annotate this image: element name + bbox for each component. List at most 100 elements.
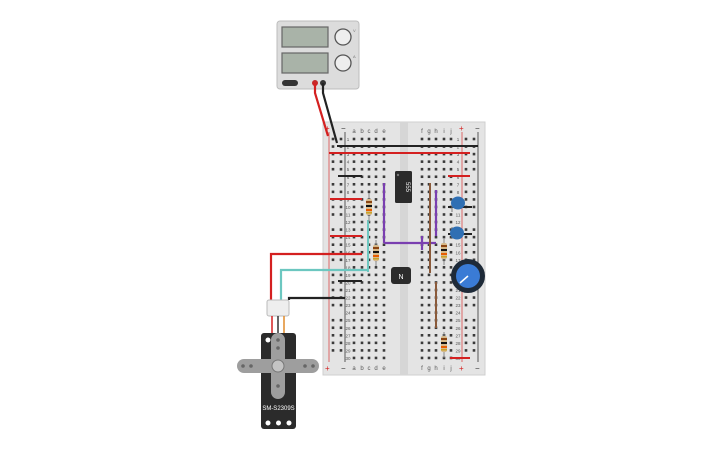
breadboard-hole[interactable]	[427, 152, 431, 156]
breadboard-hole[interactable]	[434, 341, 438, 345]
breadboard-hole[interactable]	[442, 296, 446, 299]
breadboard-hole[interactable]	[339, 228, 343, 231]
breadboard-hole[interactable]	[427, 273, 431, 277]
breadboard-hole[interactable]	[427, 288, 431, 292]
breadboard-hole[interactable]	[434, 183, 438, 186]
breadboard-hole[interactable]	[464, 296, 468, 299]
breadboard-hole[interactable]	[449, 190, 453, 194]
breadboard-hole[interactable]	[331, 213, 335, 216]
breadboard-hole[interactable]	[331, 303, 335, 307]
breadboard-hole[interactable]	[449, 273, 453, 277]
breadboard-hole[interactable]	[360, 356, 364, 360]
breadboard-hole[interactable]	[352, 356, 356, 360]
breadboard-hole[interactable]	[442, 288, 446, 292]
breadboard-hole[interactable]	[367, 334, 371, 337]
breadboard-hole[interactable]	[367, 281, 371, 284]
breadboard-hole[interactable]	[374, 213, 378, 216]
breadboard-hole[interactable]	[472, 326, 476, 330]
current-knob[interactable]	[334, 54, 352, 72]
breadboard-hole[interactable]	[420, 334, 424, 337]
breadboard-hole[interactable]	[352, 303, 356, 307]
breadboard-hole[interactable]	[360, 220, 364, 224]
breadboard-hole[interactable]	[442, 220, 446, 224]
breadboard-hole[interactable]	[360, 137, 364, 141]
breadboard-hole[interactable]	[472, 296, 476, 299]
breadboard-hole[interactable]	[472, 190, 476, 194]
breadboard-hole[interactable]	[360, 228, 364, 231]
breadboard-hole[interactable]	[331, 228, 335, 231]
breadboard-hole[interactable]	[420, 175, 424, 179]
breadboard-hole[interactable]	[420, 220, 424, 224]
breadboard-hole[interactable]	[382, 160, 386, 163]
breadboard-hole[interactable]	[427, 349, 431, 352]
breadboard-hole[interactable]	[472, 341, 476, 345]
breadboard-hole[interactable]	[352, 213, 356, 216]
breadboard-hole[interactable]	[367, 356, 371, 360]
breadboard-hole[interactable]	[420, 356, 424, 360]
breadboard-hole[interactable]	[464, 235, 468, 239]
breadboard-hole[interactable]	[360, 243, 364, 246]
breadboard-hole[interactable]	[449, 137, 453, 141]
breadboard-hole[interactable]	[339, 258, 343, 262]
breadboard-hole[interactable]	[420, 326, 424, 330]
breadboard-hole[interactable]	[331, 137, 335, 141]
breadboard-hole[interactable]	[449, 250, 453, 254]
breadboard-hole[interactable]	[360, 235, 364, 239]
breadboard-hole[interactable]	[472, 334, 476, 337]
breadboard-hole[interactable]	[442, 326, 446, 330]
breadboard-hole[interactable]	[449, 303, 453, 307]
breadboard-hole[interactable]	[449, 266, 453, 269]
breadboard-hole[interactable]	[464, 228, 468, 231]
breadboard-hole[interactable]	[374, 318, 378, 322]
breadboard-hole[interactable]	[331, 341, 335, 345]
breadboard-hole[interactable]	[382, 250, 386, 254]
breadboard-hole[interactable]	[442, 190, 446, 194]
breadboard-hole[interactable]	[449, 228, 453, 231]
breadboard-hole[interactable]	[464, 160, 468, 163]
breadboard-hole[interactable]	[434, 334, 438, 337]
breadboard-hole[interactable]	[352, 311, 356, 314]
breadboard-hole[interactable]	[360, 250, 364, 254]
breadboard-hole[interactable]	[352, 341, 356, 345]
breadboard-hole[interactable]	[374, 198, 378, 201]
breadboard-hole[interactable]	[427, 296, 431, 299]
breadboard-hole[interactable]	[449, 220, 453, 224]
breadboard-hole[interactable]	[472, 303, 476, 307]
breadboard-hole[interactable]	[472, 160, 476, 163]
breadboard-hole[interactable]	[367, 318, 371, 322]
breadboard-hole[interactable]	[331, 250, 335, 254]
breadboard-hole[interactable]	[331, 281, 335, 284]
breadboard-hole[interactable]	[360, 167, 364, 171]
breadboard-hole[interactable]	[374, 167, 378, 171]
breadboard-hole[interactable]	[352, 152, 356, 156]
breadboard-hole[interactable]	[339, 250, 343, 254]
breadboard-hole[interactable]	[449, 198, 453, 201]
wires[interactable]	[269, 83, 478, 359]
breadboard-hole[interactable]	[442, 213, 446, 216]
breadboard-hole[interactable]	[367, 296, 371, 299]
breadboard-hole[interactable]	[420, 349, 424, 352]
breadboard-hole[interactable]	[360, 326, 364, 330]
breadboard-hole[interactable]	[420, 303, 424, 307]
breadboard-hole[interactable]	[339, 137, 343, 141]
breadboard-hole[interactable]	[382, 356, 386, 360]
breadboard-hole[interactable]	[382, 258, 386, 262]
breadboard-hole[interactable]	[339, 235, 343, 239]
breadboard-hole[interactable]	[331, 167, 335, 171]
breadboard-hole[interactable]	[382, 243, 386, 246]
breadboard-hole[interactable]	[464, 167, 468, 171]
breadboard-hole[interactable]	[449, 311, 453, 314]
breadboard-hole[interactable]	[374, 334, 378, 337]
capacitor-c1[interactable]	[451, 196, 465, 213]
breadboard-hole[interactable]	[367, 341, 371, 345]
breadboard-hole[interactable]	[434, 258, 438, 262]
breadboard-hole[interactable]	[420, 318, 424, 322]
breadboard-hole[interactable]	[420, 273, 424, 277]
breadboard-hole[interactable]	[434, 152, 438, 156]
breadboard-hole[interactable]	[382, 311, 386, 314]
breadboard-hole[interactable]	[472, 228, 476, 231]
breadboard-hole[interactable]	[472, 318, 476, 322]
breadboard-hole[interactable]	[427, 175, 431, 179]
breadboard-hole[interactable]	[382, 288, 386, 292]
breadboard-hole[interactable]	[449, 281, 453, 284]
